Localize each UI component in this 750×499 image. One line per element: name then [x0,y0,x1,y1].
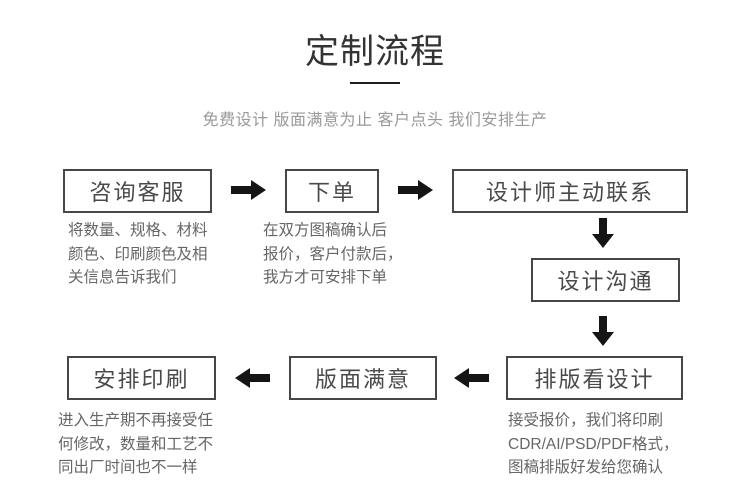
arrow-right-icon [398,180,433,200]
note-line: 我方才可安排下单 [263,269,388,286]
arrow-left-icon [454,368,489,388]
note-layout-review: 接受报价，我们将印刷 CDR/AI/PSD/PDF格式， 图稿排版好发给您确认 [508,409,679,480]
note-line: 进入生产期不再接受任 [58,412,214,429]
flow-node-layout-satisfied: 版面满意 [289,356,437,400]
flow-node-design-communication: 设计沟通 [531,258,680,302]
note-line: 图稿排版好发给您确认 [508,459,664,476]
page-title: 定制流程 [305,33,445,71]
flow-node-consult: 咨询客服 [63,169,212,213]
note-line: CDR/AI/PSD/PDF格式， [508,435,679,453]
flow-node-order: 下单 [285,169,379,213]
title-divider [350,82,400,84]
note-line: 何修改，数量和工艺不 [58,435,214,453]
note-consult: 将数量、规格、材料 颜色、印刷颜色及相 关信息告诉我们 [68,219,208,290]
arrow-left-icon [235,368,270,388]
note-line: 在双方图稿确认后 [263,222,388,239]
note-arrange-printing: 进入生产期不再接受任 何修改，数量和工艺不 同出厂时间也不一样 [58,409,213,480]
arrow-right-icon [231,180,266,200]
note-line: 同出厂时间也不一样 [58,459,198,476]
note-line: 接受报价，我们将印刷 [508,412,664,429]
note-order: 在双方图稿确认后 报价，客户付款后， 我方才可安排下单 [263,219,403,290]
flow-node-arrange-printing: 安排印刷 [67,356,216,400]
note-line: 关信息告诉我们 [68,269,177,286]
flow-node-designer-contact: 设计师主动联系 [452,169,688,213]
subtitle: 免费设计 版面满意为止 客户点头 我们安排生产 [202,112,548,129]
arrow-down-icon [592,218,614,248]
note-line: 颜色、印刷颜色及相 [68,245,208,263]
flow-node-layout-review: 排版看设计 [506,356,683,400]
arrow-down-icon [592,316,614,346]
note-line: 将数量、规格、材料 [68,222,208,239]
note-line: 报价，客户付款后， [263,245,403,263]
